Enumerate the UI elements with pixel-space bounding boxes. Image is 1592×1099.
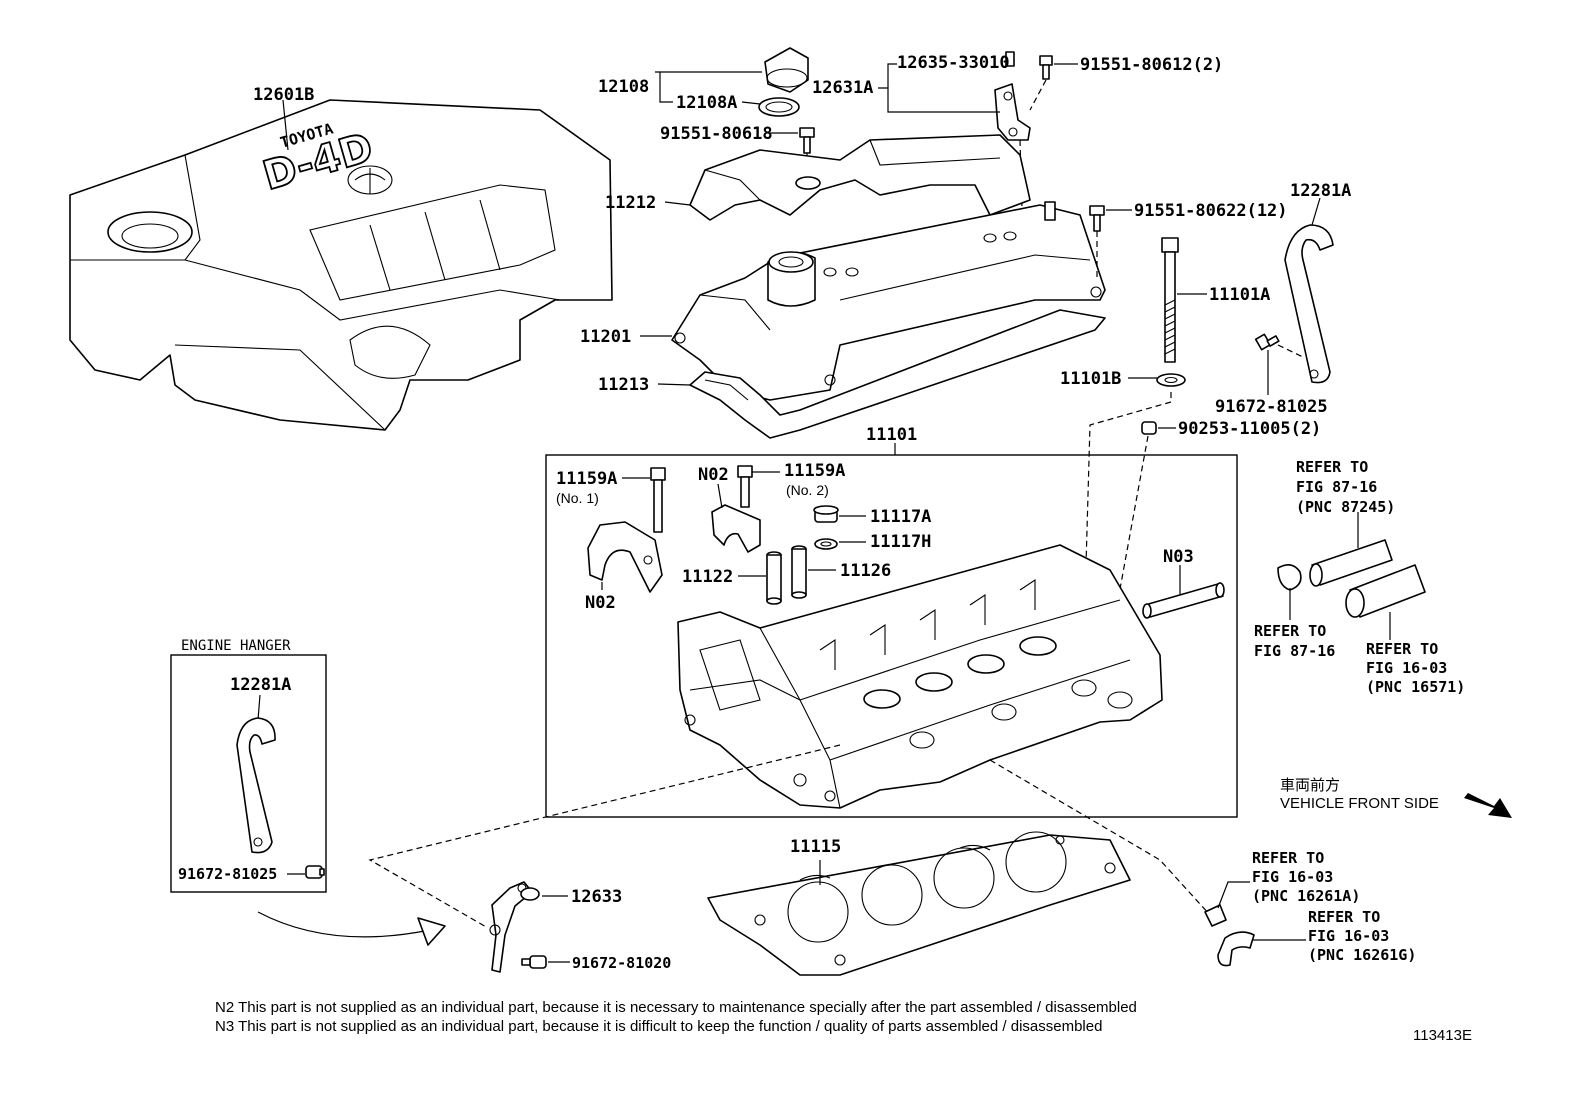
ref-16571-line1: REFER TO (1366, 640, 1438, 658)
label-91551-80622: 91551-80622(12) (1134, 201, 1288, 221)
bolt-91551-80612 (1039, 55, 1053, 80)
front-side-jp: 車両前方 (1280, 777, 1340, 794)
ref-87245-line3: (PNC 87245) (1296, 498, 1395, 516)
label-11213: 11213 (598, 375, 649, 395)
ref-8716-line1: REFER TO (1254, 622, 1326, 640)
ref-16571-line3: (PNC 16571) (1366, 678, 1465, 696)
ref-16261A-line1: REFER TO (1252, 849, 1324, 867)
label-91551-80612: 91551-80612(2) (1080, 55, 1223, 75)
bolt-91551-80622 (1089, 205, 1105, 232)
front-side-en: VEHICLE FRONT SIDE (1280, 795, 1439, 812)
ref-16261G-line1: REFER TO (1308, 908, 1380, 926)
label-11212: 11212 (605, 193, 656, 213)
engine-hanger-frame (170, 654, 327, 893)
label-11126: 11126 (840, 561, 891, 581)
label-11122: 11122 (682, 567, 733, 587)
head-gasket-11115 (707, 831, 1131, 976)
ref-16261A-line2: FIG 16-03 (1252, 868, 1333, 886)
front-direction-arrow-icon (1464, 793, 1512, 818)
valve-guide-11126 (791, 545, 807, 599)
label-12633: 12633 (571, 887, 622, 907)
label-91551-80618: 91551-80618 (660, 124, 773, 144)
label-91672-81025-hanger: 91672-81025 (178, 865, 277, 883)
label-11159A-no2: 11159A (784, 461, 845, 481)
valve-guide-11122 (766, 551, 782, 605)
plug-90253-11005 (1141, 421, 1157, 435)
bracket-12633 (489, 881, 540, 973)
plug-11117A (813, 505, 839, 523)
hose-pipes (1277, 539, 1426, 618)
figure-id: 113413E (1413, 1027, 1472, 1044)
label-11117H: 11117H (870, 532, 931, 552)
label-N03: N03 (1163, 547, 1194, 567)
hanger-arrow-curve (257, 911, 431, 938)
bearing-cap-bolt-no2 (737, 465, 753, 508)
ref-16261A-line3: (PNC 16261A) (1252, 887, 1360, 905)
label-12108: 12108 (598, 77, 649, 97)
label-12108A: 12108A (676, 93, 737, 113)
label-12601B: 12601B (253, 85, 314, 105)
bolt-91672-81020 (521, 955, 547, 969)
head-bolt-11101A (1161, 237, 1179, 363)
cylinder-head-cover-upper-11212 (689, 134, 1031, 221)
label-11201: 11201 (580, 327, 631, 347)
label-12281A-hanger: 12281A (230, 675, 291, 695)
washer-11101B (1156, 373, 1186, 387)
ref-8716-line2: FIG 87-16 (1254, 642, 1335, 660)
cylinder-head-assembly-frame (545, 454, 1238, 818)
gasket-11117H (814, 538, 838, 550)
bolt-91551-80618 (799, 127, 815, 154)
label-N02-left: N02 (585, 593, 616, 613)
hanger-arrow-head-icon (417, 917, 446, 946)
label-91672-81020: 91672-81020 (572, 954, 671, 972)
bolt-91672-81025-top (1254, 333, 1280, 351)
cylinder-head-body (677, 544, 1163, 809)
note-N2: N2 This part is not supplied as an indiv… (215, 999, 1137, 1016)
engine-hanger-title: ENGINE HANGER (181, 638, 291, 654)
bearing-cap-N02-center (711, 504, 761, 553)
cover-gasket-11213 (689, 309, 1106, 439)
bearing-cap-bolt-no1 (650, 467, 666, 533)
label-11101A: 11101A (1209, 285, 1270, 305)
ref-87245-line1: REFER TO (1296, 458, 1368, 476)
engine-hanger-12281A-top (1284, 224, 1334, 384)
oil-filler-cap (758, 47, 809, 117)
label-11117A: 11117A (870, 507, 931, 527)
label-11115: 11115 (790, 837, 841, 857)
bearing-cap-N02-left (587, 521, 663, 593)
ref-87245-line2: FIG 87-16 (1296, 478, 1377, 496)
label-11159A-no2-sub: (No. 2) (786, 482, 829, 498)
label-12281A-top: 12281A (1290, 181, 1351, 201)
label-11101B: 11101B (1060, 369, 1121, 389)
label-90253-11005: 90253-11005(2) (1178, 419, 1321, 439)
note-N3: N3 This part is not supplied as an indiv… (215, 1018, 1102, 1035)
bracket-12631A (994, 51, 1031, 141)
label-11159A-no1-sub: (No. 1) (556, 490, 599, 506)
cylinder-head-cover-11201 (671, 201, 1106, 401)
label-11101: 11101 (866, 425, 917, 445)
label-N02-upper: N02 (698, 465, 729, 485)
engine-hanger-12281A (236, 717, 276, 854)
label-91672-81025-top: 91672-81025 (1215, 397, 1328, 417)
label-11159A-no1: 11159A (556, 469, 617, 489)
engine-cover-12601B: TOYOTA D-4D (69, 99, 613, 431)
bolt-91672-81025-hanger (305, 865, 325, 879)
ref-16571-line2: FIG 16-03 (1366, 659, 1447, 677)
lower-hose-fittings (1204, 904, 1255, 967)
ref-16261G-line3: (PNC 16261G) (1308, 946, 1416, 964)
label-12631A: 12631A (812, 78, 873, 98)
label-12635-33010: 12635-33010 (897, 53, 1010, 73)
tube-N03 (1142, 582, 1225, 619)
ref-16261G-line2: FIG 16-03 (1308, 927, 1389, 945)
